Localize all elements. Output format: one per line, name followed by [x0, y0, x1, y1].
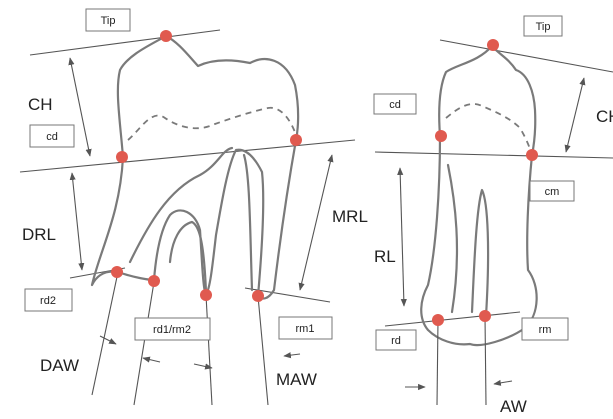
- molar-root-inner-distal: [130, 148, 232, 262]
- molar-rm1-landmark: [252, 290, 264, 302]
- premolar-ch-arrow: [566, 78, 584, 152]
- molar-root-inner-mesial: [244, 155, 252, 290]
- molar-tip-label: Tip: [101, 15, 116, 27]
- premolar-tip-line: [440, 40, 613, 72]
- molar-root-width-line-1: [92, 272, 118, 395]
- molar-rd1rm2-label: rd1/rm2: [153, 324, 191, 336]
- molar-maw-arrow: [284, 354, 300, 356]
- premolar-rd-label: rd: [391, 335, 401, 347]
- premolar-cm-label: cm: [545, 186, 560, 198]
- molar-tip-line: [30, 30, 220, 55]
- molar-rm1-label: rm1: [296, 323, 315, 335]
- premolar-cervical-line: [375, 152, 613, 158]
- molar-daw-left-arrow: [143, 358, 160, 362]
- premolar-rl-label: RL: [374, 247, 396, 266]
- premolar-outline: [421, 46, 536, 345]
- molar-drl-arrow: [72, 173, 82, 270]
- premolar-rm-label: rm: [539, 324, 552, 336]
- premolar-ch-label: CH: [596, 107, 613, 126]
- premolar-root-inner-right: [472, 190, 488, 316]
- premolar-cej-dashed: [446, 104, 532, 155]
- premolar-rm-landmark: [479, 310, 491, 322]
- molar-tip-landmark: [160, 30, 172, 42]
- molar-root-width-line-2: [134, 282, 154, 405]
- molar-daw-arrow: [100, 336, 116, 344]
- molar-rd2-label: rd2: [40, 295, 56, 307]
- molar-ch-label: CH: [28, 95, 53, 114]
- molar-daw-label: DAW: [40, 356, 79, 375]
- premolar-aw-label: AW: [500, 397, 527, 416]
- molar-figure: Tip cd rd2 rd1/rm2 rm1 CH DRL MRL DAW MA…: [20, 9, 368, 405]
- premolar-root-width-line-2: [485, 316, 486, 405]
- premolar-tip-landmark: [487, 39, 499, 51]
- molar-cd-landmark: [116, 151, 128, 163]
- molar-cm-landmark: [290, 134, 302, 146]
- molar-cej-dashed: [128, 108, 296, 140]
- premolar-figure: Tip cd cm rd rm CH RL AW: [374, 16, 613, 416]
- molar-rm2-landmark: [200, 289, 212, 301]
- molar-outline: [92, 36, 298, 298]
- molar-mrl-label: MRL: [332, 207, 368, 226]
- premolar-root-inner-left: [448, 165, 457, 312]
- premolar-rd-landmark: [432, 314, 444, 326]
- molar-root-width-line-4: [258, 296, 268, 405]
- premolar-cd-landmark: [435, 130, 447, 142]
- premolar-cm-landmark: [526, 149, 538, 161]
- molar-root-width-line-3: [206, 295, 212, 405]
- molar-rd1-landmark: [148, 275, 160, 287]
- premolar-cd-label: cd: [389, 99, 401, 111]
- premolar-tip-label: Tip: [536, 21, 551, 33]
- molar-rd2-landmark: [111, 266, 123, 278]
- molar-maw-label: MAW: [276, 370, 317, 389]
- premolar-root-width-line-1: [437, 320, 438, 405]
- molar-drl-label: DRL: [22, 225, 56, 244]
- premolar-aw-right-arrow: [494, 381, 512, 384]
- molar-mrl-arrow: [300, 155, 332, 290]
- molar-cd-label: cd: [46, 131, 58, 143]
- premolar-rl-arrow: [400, 168, 404, 306]
- premolar-apex-line: [385, 312, 520, 326]
